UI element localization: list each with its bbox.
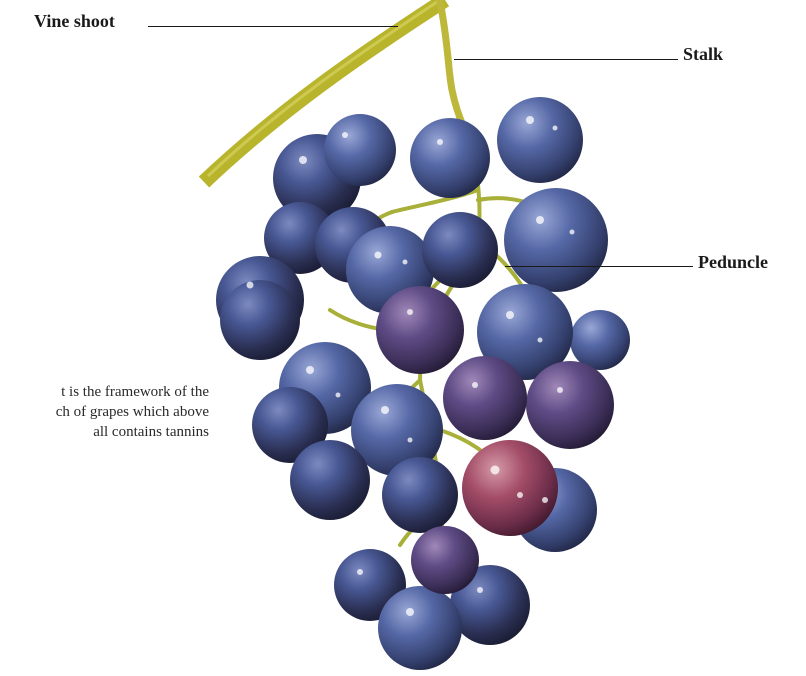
grape: [290, 440, 370, 520]
grapes: [216, 97, 630, 670]
grape: [411, 526, 479, 594]
grape: [443, 356, 527, 440]
grape: [570, 310, 630, 370]
grape: [497, 97, 583, 183]
grape: [526, 361, 614, 449]
caption-line-2: ch of grapes which above: [56, 402, 209, 422]
leader-line-vine-shoot: [148, 26, 398, 27]
grape: [378, 586, 462, 670]
peduncle-description: t is the framework of the ch of grapes w…: [56, 382, 209, 442]
grape: [504, 188, 608, 292]
grape: [324, 114, 396, 186]
grape: [382, 457, 458, 533]
label-stalk: Stalk: [683, 45, 723, 63]
grape: [376, 286, 464, 374]
grape: [462, 440, 558, 536]
label-vine-shoot: Vine shoot: [34, 12, 115, 30]
grape: [422, 212, 498, 288]
label-peduncle: Peduncle: [698, 253, 768, 271]
grape: [220, 280, 300, 360]
caption-line-1: t is the framework of the: [56, 382, 209, 402]
caption-line-3: all contains tannins: [56, 422, 209, 442]
grape: [410, 118, 490, 198]
leader-line-stalk: [454, 59, 678, 60]
leader-line-peduncle: [505, 266, 693, 267]
